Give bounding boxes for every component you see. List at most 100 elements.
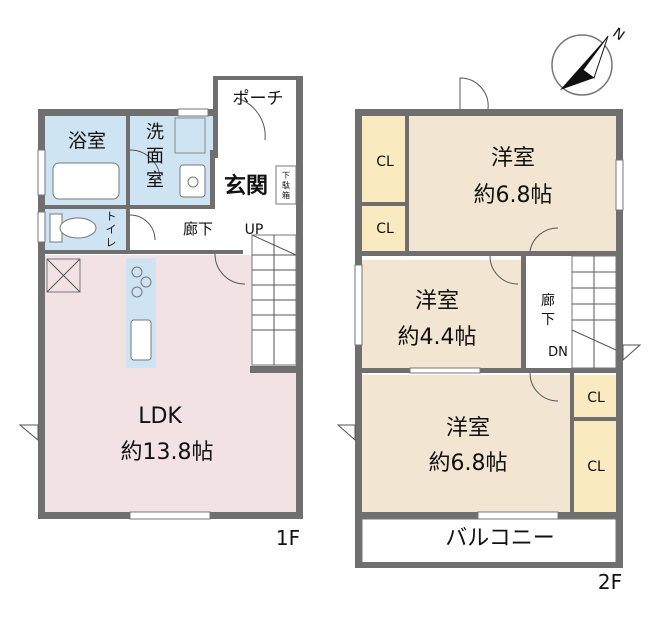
shoe-box [275, 165, 297, 205]
label-west3: 洋室 [446, 416, 490, 441]
kitchen-sink [130, 319, 152, 361]
label-west2-size: 約4.4帖 [398, 325, 477, 350]
label-toilet-1: ト [106, 210, 117, 223]
door2-outside [622, 344, 642, 362]
room-west3-fill [362, 375, 570, 512]
label-hall-2f-1: 廊 [541, 292, 555, 309]
closet3-fill [574, 375, 616, 417]
label-ldk: LDK [138, 404, 182, 429]
label-hall-1f: 廊下 [183, 220, 213, 238]
storage-box [46, 258, 81, 293]
label-washroom-2: 面 [146, 146, 164, 167]
wall-toilet-right [126, 208, 130, 253]
door2-west2 [489, 255, 519, 285]
closet1-fill [362, 116, 407, 202]
compass-north-label: N [609, 25, 627, 44]
door-ldk [214, 253, 246, 285]
room-west2-fill [362, 260, 522, 368]
label-west1-size: 約6.8帖 [474, 183, 553, 208]
wall-top [38, 109, 218, 116]
window2-bottom [477, 511, 559, 520]
label-1f: 1F [276, 526, 300, 550]
label-shoebox-3: 箱 [282, 190, 290, 200]
window-toilet [37, 211, 46, 243]
bathtub [52, 162, 120, 200]
floor-1: 浴室 洗 面 室 玄関 下 駄 箱 ト イ レ 廊下 UP ポーチ LDK 約1… [18, 76, 303, 550]
label-bath: 浴室 [68, 130, 106, 152]
label-toilet-3: レ [106, 236, 117, 249]
stairs-2f [571, 255, 617, 369]
door2-top [459, 77, 489, 110]
wall-entrance-left [210, 150, 215, 208]
label-entrance: 玄関 [224, 173, 268, 199]
label-shoebox-2: 駄 [282, 180, 290, 190]
closet2-fill [362, 206, 407, 251]
window2-left [354, 264, 363, 346]
wall-wet-bottom [43, 205, 215, 209]
wall-stair-bottom [250, 366, 303, 373]
sink-bowl [187, 176, 199, 188]
label-hall-2f-2: 下 [541, 312, 555, 328]
balcony [361, 518, 617, 566]
wall-right-stair [296, 225, 303, 375]
wall2-mid-upper [362, 251, 616, 256]
closet4-fill [574, 421, 616, 512]
door-washroom [129, 149, 161, 179]
label-cl4: CL [587, 459, 605, 475]
wall-right-upper [296, 78, 303, 238]
label-up: UP [245, 222, 264, 238]
stove-burner-1 [131, 266, 143, 278]
wall2-closet-left [570, 373, 574, 512]
wall2-closet-divider [362, 202, 407, 206]
label-2f: 2F [598, 570, 622, 594]
label-cl2: CL [376, 221, 394, 237]
wall-porch-top [213, 76, 303, 80]
washing-machine [174, 117, 206, 154]
window2-mid [409, 367, 481, 374]
door-porch [236, 97, 266, 141]
label-cl1: CL [376, 154, 394, 170]
label-balcony: バルコニー [445, 526, 555, 551]
wall2-closet-right [405, 116, 409, 256]
door2-west3 [529, 372, 559, 402]
label-dn: DN [548, 345, 568, 360]
window-washroom [177, 108, 209, 117]
label-toilet-2: イ [106, 223, 117, 236]
wall2-mid-lower [362, 368, 616, 373]
window-ldk-bottom [129, 511, 211, 520]
door-toilet [129, 214, 156, 241]
floor-2: 洋室 約6.8帖 洋室 約4.4帖 洋室 約6.8帖 CL CL CL CL 廊… [336, 77, 642, 594]
wall-left [38, 109, 45, 519]
label-ldk-size: 約13.8帖 [121, 440, 214, 465]
door-ldk-outside [18, 424, 39, 442]
stove-burner-2 [140, 276, 152, 288]
compass: N [551, 25, 627, 96]
label-cl3: CL [587, 390, 605, 406]
window-bath [37, 149, 46, 196]
room-west1-fill [408, 116, 616, 251]
wall-right-lower [296, 370, 303, 519]
door2-left-outside [336, 424, 356, 442]
wall-hall-bottom [43, 250, 243, 254]
wash-sink [179, 164, 206, 198]
label-porch: ポーチ [233, 89, 284, 109]
label-west1: 洋室 [491, 146, 535, 171]
wall-bath-wash [126, 115, 130, 208]
label-west3-size: 約6.8帖 [429, 451, 508, 476]
wall-porch-left [213, 78, 218, 158]
label-washroom-1: 洗 [146, 122, 164, 143]
label-west2: 洋室 [415, 289, 459, 314]
stove-burner-3 [131, 286, 143, 298]
stairs-1f [251, 234, 297, 366]
door2-west1 [529, 227, 559, 252]
compass-needle-icon [560, 36, 608, 90]
wall2-hall-left [521, 256, 526, 371]
wall2-right [616, 109, 623, 568]
window2-right [615, 159, 624, 211]
label-washroom-3: 室 [146, 170, 164, 191]
wall2-balcony-bottom [355, 562, 623, 568]
wall2-closet-divider-2 [574, 417, 616, 421]
toilet-bowl [59, 217, 97, 239]
label-shoebox-1: 下 [282, 171, 290, 180]
